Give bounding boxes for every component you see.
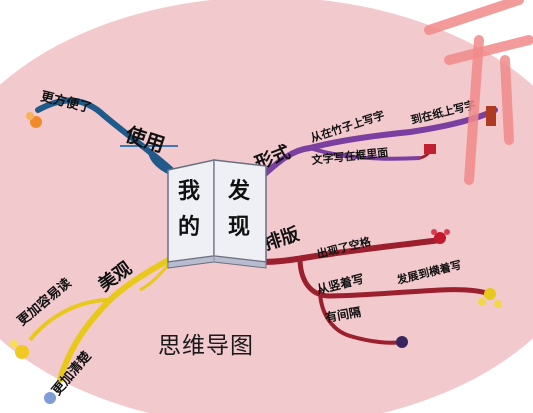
center-char-1: 我 xyxy=(178,178,200,204)
branch-layout: 排版 出现了空格 从竖着写 发展到横着写 有间隔 xyxy=(259,223,502,348)
branch-layout-leaf-4: 有间隔 xyxy=(324,304,362,325)
center-char-4: 现 xyxy=(228,214,250,240)
center-char-3: 的 xyxy=(178,214,200,240)
diagram-caption: 思维导图 xyxy=(158,333,254,359)
watermark-stamp xyxy=(424,0,533,185)
center-char-2: 发 xyxy=(227,178,251,204)
center-book: 我 发 的 现 xyxy=(167,159,267,269)
